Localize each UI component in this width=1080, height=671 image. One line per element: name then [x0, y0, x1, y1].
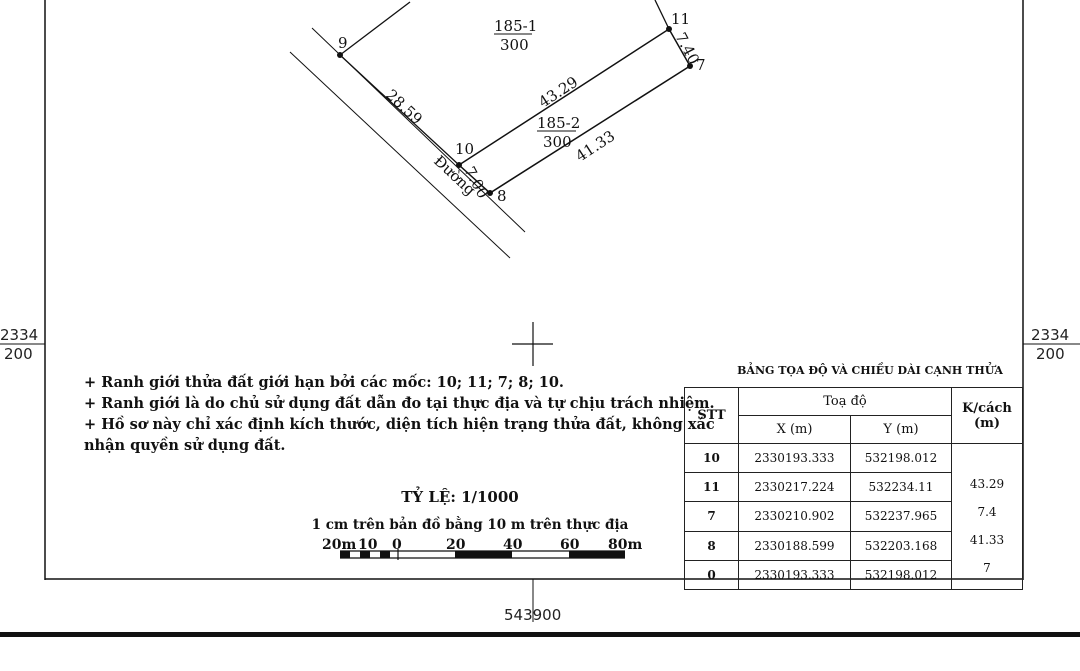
scale-tick: 20: [446, 537, 466, 553]
grid-label-left-bottom: 200: [4, 345, 33, 363]
table-row: 11 2330217.224 532234.11: [684, 472, 1023, 503]
label-point-8: 8: [497, 187, 507, 205]
scale-subtitle: 1 cm trên bản đồ bằng 10 m trên thực địa: [311, 517, 629, 533]
scale-bar-seg: [340, 551, 350, 558]
row-y: 532237.965: [850, 501, 952, 532]
header-kcach: K/cách (m): [951, 387, 1023, 444]
table-row: 0 2330193.333 532198.012: [684, 559, 1023, 591]
table-title: BẢNG TỌA ĐỘ VÀ CHIỀU DÀI CẠNH THỬA: [737, 364, 1003, 377]
header-toado: Toạ độ: [738, 387, 952, 416]
parcel-185-1-edge: [339, 1, 411, 56]
label-point-11: 11: [671, 10, 690, 28]
label-point-10: 10: [455, 140, 474, 158]
header-kcach-label: K/cách: [962, 400, 1012, 416]
note-line-4: nhận quyền sử dụng đất.: [84, 437, 286, 454]
grid-label-right-bottom: 200: [1036, 345, 1065, 363]
coordinate-table: STT Toạ độ K/cách (m) X (m) Y (m) 10 233…: [684, 387, 1023, 591]
label-point-9: 9: [338, 34, 348, 52]
header-y: Y (m): [850, 415, 952, 444]
header-x: X (m): [738, 415, 851, 444]
scale-tick: 40: [503, 537, 523, 553]
grid-label-bottom: 543900: [504, 606, 562, 624]
scale-tick: 20m: [322, 537, 357, 553]
row-y: 532198.012: [850, 442, 952, 474]
row-y: 532234.11: [850, 472, 952, 503]
edge-9-10: [339, 54, 460, 166]
distance-value: 7.4: [977, 505, 997, 519]
point-10: [456, 162, 462, 168]
row-stt: 7: [684, 501, 739, 532]
row-stt: 11: [684, 472, 739, 503]
header-stt: STT: [684, 387, 739, 444]
distance-value: 7: [983, 561, 991, 575]
scale-bar-seg: [569, 551, 625, 558]
scale-bar-seg: [455, 551, 512, 558]
row-stt: 8: [684, 530, 739, 561]
row-x: 2330210.902: [738, 501, 851, 532]
parcel-185-2-outline: [457, 27, 692, 194]
scale-title: TỶ LỆ: 1/1000: [401, 488, 519, 506]
note-line-3: + Hồ sơ này chỉ xác định kích thước, diệ…: [84, 416, 715, 433]
table-row: 10 2330193.333 532198.012 43.29 7.4 41.3…: [684, 442, 1023, 590]
distance-cell: 43.29 7.4 41.33 7: [951, 443, 1023, 590]
edge-length-9-10: 28.59: [382, 86, 426, 128]
scale-tick: 80m: [608, 537, 643, 553]
parcel-185-1-edge-right: [654, 0, 670, 30]
scale-bar-seg: [360, 551, 370, 558]
row-y: 532198.012: [850, 559, 952, 591]
bottom-rule: [0, 632, 1080, 637]
edge-length-7-8: 41.33: [572, 127, 618, 165]
grid-label-left-top: 2334: [0, 326, 39, 344]
distance-value: 41.33: [969, 533, 1005, 547]
table-row: 8 2330188.599 532203.168: [684, 530, 1023, 561]
header-kcach-unit: (m): [973, 415, 1001, 431]
row-stt: 10: [684, 442, 739, 474]
distance-value: 43.29: [969, 477, 1005, 491]
row-y: 532203.168: [850, 530, 952, 561]
row-x: 2330217.224: [738, 472, 851, 503]
notes-block: + Ranh giới thửa đất giới hạn bởi các mố…: [84, 372, 715, 456]
note-line-1: + Ranh giới thửa đất giới hạn bởi các mố…: [84, 374, 564, 391]
parcel-185-2-area: 300: [543, 133, 572, 151]
scale-tick: 0: [392, 537, 402, 553]
point-7: [687, 63, 693, 69]
row-x: 2330193.333: [738, 559, 851, 591]
grid-label-right-top: 2334: [1031, 326, 1070, 344]
edge-length-10-11: 43.29: [535, 73, 581, 111]
scale-tick: 60: [560, 537, 580, 553]
parcel-185-1-id: 185-1: [494, 17, 537, 35]
label-point-7: 7: [696, 56, 706, 74]
scale-tick: 10: [358, 537, 378, 553]
point-9: [337, 52, 343, 58]
row-stt: 0: [684, 559, 739, 591]
point-11: [666, 26, 672, 32]
scale-bar-seg: [380, 551, 390, 558]
row-x: 2330193.333: [738, 442, 851, 474]
parcel-185-2-id: 185-2: [537, 114, 580, 132]
point-8: [487, 190, 493, 196]
row-x: 2330188.599: [738, 530, 851, 561]
parcel-185-1-area: 300: [500, 36, 529, 54]
road-edge-left: [289, 51, 511, 259]
note-line-2: + Ranh giới là do chủ sử dụng đất dẫn đo…: [84, 395, 715, 412]
